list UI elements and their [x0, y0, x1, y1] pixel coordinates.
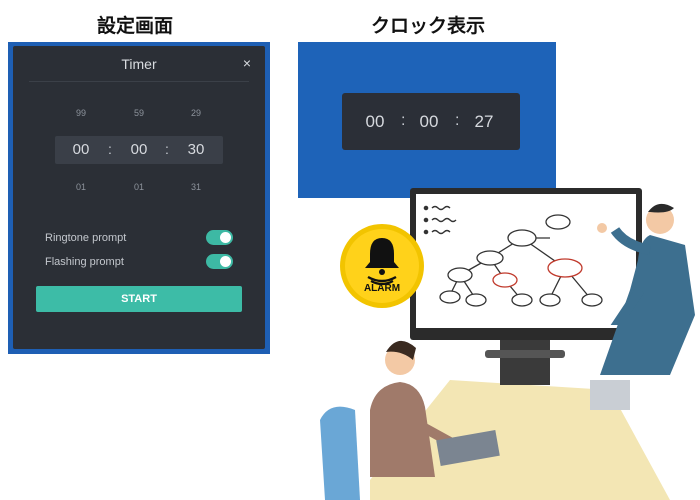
seconds-next[interactable]: 31 — [190, 182, 201, 192]
alarm-bell-icon: ALARM — [340, 224, 424, 308]
clock-seconds: 27 — [474, 112, 494, 131]
flashing-prompt-toggle[interactable] — [206, 254, 233, 269]
board-notes — [423, 205, 457, 235]
clock-readout: 00 : 00 : 27 — [342, 93, 520, 150]
meeting-illustration: ALARM — [320, 188, 695, 500]
clock-hours: 00 — [365, 112, 385, 131]
seconds-previous[interactable]: 29 — [190, 108, 201, 118]
settings-screen-caption: 設定画面 — [97, 15, 174, 37]
laptop — [590, 380, 630, 410]
toggle-knob — [220, 232, 231, 243]
ringtone-prompt-label: Ringtone prompt — [45, 232, 127, 244]
seconds-value[interactable]: 30 — [187, 141, 205, 158]
laptop — [436, 429, 500, 467]
hours-previous[interactable]: 99 — [75, 108, 86, 118]
clock-minutes: 00 — [419, 112, 439, 131]
hours-next[interactable]: 01 — [75, 182, 86, 192]
time-separator: : — [165, 141, 169, 157]
timer-dialog-title: Timer — [121, 56, 157, 72]
ringtone-prompt-toggle[interactable] — [206, 230, 233, 245]
presenter-figure — [590, 203, 695, 410]
board-mindmap — [439, 214, 603, 307]
display-stand — [500, 340, 550, 385]
minutes-value[interactable]: 00 — [130, 141, 148, 158]
clock-separator: : — [455, 112, 460, 129]
minutes-next[interactable]: 01 — [133, 182, 144, 192]
close-button[interactable]: × — [242, 55, 251, 71]
display-board-screen — [416, 194, 636, 328]
clock-separator: : — [401, 112, 406, 129]
toggle-knob — [220, 256, 231, 267]
minutes-previous[interactable]: 59 — [133, 108, 144, 118]
seated-person — [370, 340, 500, 477]
time-picker-selected-row: 00 : 00 : 30 — [55, 136, 223, 164]
title-divider — [29, 81, 249, 82]
timer-dialog: Timer × 99 59 29 00 : 00 : 30 01 01 31 R… — [13, 46, 265, 349]
chair — [320, 406, 360, 500]
start-button[interactable]: START — [36, 286, 242, 312]
clock-display-caption: クロック表示 — [371, 15, 486, 37]
hours-value[interactable]: 00 — [72, 141, 90, 158]
alarm-label: ALARM — [364, 283, 400, 294]
flashing-prompt-label: Flashing prompt — [45, 256, 124, 268]
time-separator: : — [108, 141, 112, 157]
